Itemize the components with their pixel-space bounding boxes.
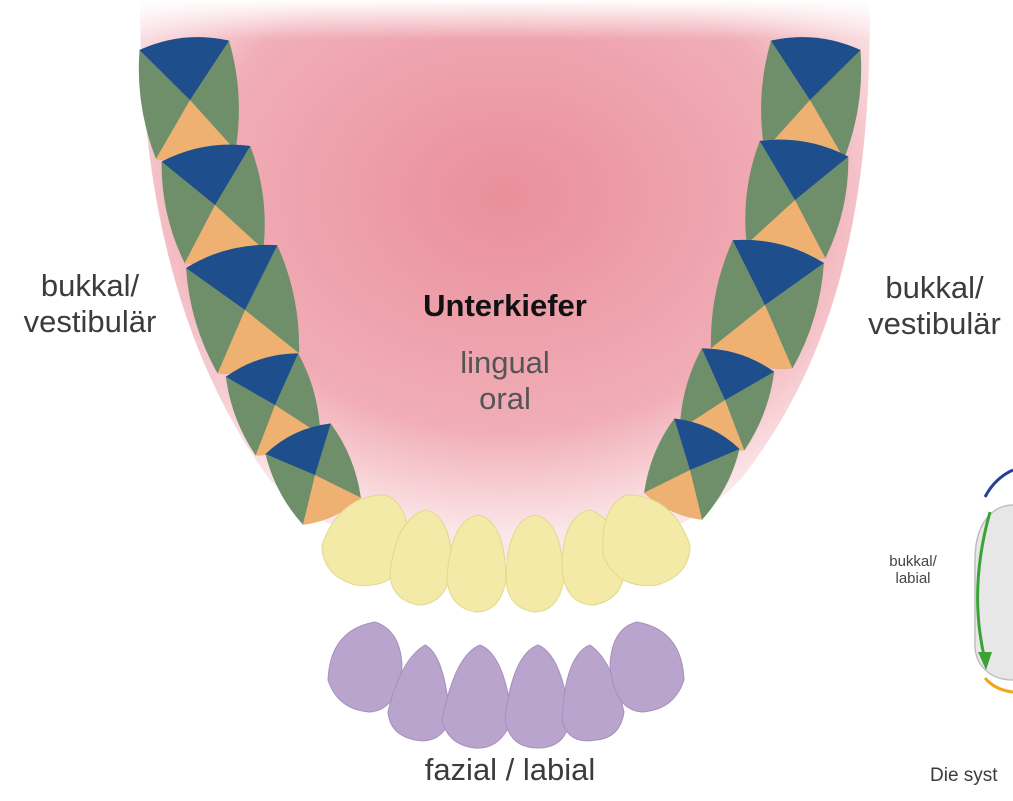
left-side-line-2: vestibulär [0, 304, 180, 340]
right-side-line-1: bukkal/ [852, 270, 1013, 306]
inset-blue-arc [985, 470, 1013, 497]
inset-side-label: bukkal/ labial [878, 553, 948, 588]
center-line-2: oral [430, 381, 580, 417]
inset-side-line-2: labial [878, 570, 948, 587]
bottom-label: fazial / labial [370, 752, 650, 788]
jaw-title: Unterkiefer [380, 288, 630, 324]
center-label: lingual oral [430, 345, 580, 416]
inset-side-line-1: bukkal/ [878, 553, 948, 570]
left-side-label: bukkal/ vestibulär [0, 268, 180, 339]
right-side-label: bukkal/ vestibulär [852, 270, 1013, 341]
upper-canine-tooth [328, 622, 402, 712]
upper-front-teeth [328, 622, 684, 748]
caption-partial: Die syst [930, 765, 1013, 787]
upper-canine-tooth [610, 622, 684, 712]
upper-incisor-tooth [505, 645, 570, 748]
inset-tooth-diagram [975, 470, 1013, 692]
upper-incisor-tooth [442, 645, 512, 748]
left-side-line-1: bukkal/ [0, 268, 180, 304]
gum-fade [130, 0, 890, 40]
right-side-line-2: vestibulär [852, 306, 1013, 342]
center-line-1: lingual [430, 345, 580, 381]
